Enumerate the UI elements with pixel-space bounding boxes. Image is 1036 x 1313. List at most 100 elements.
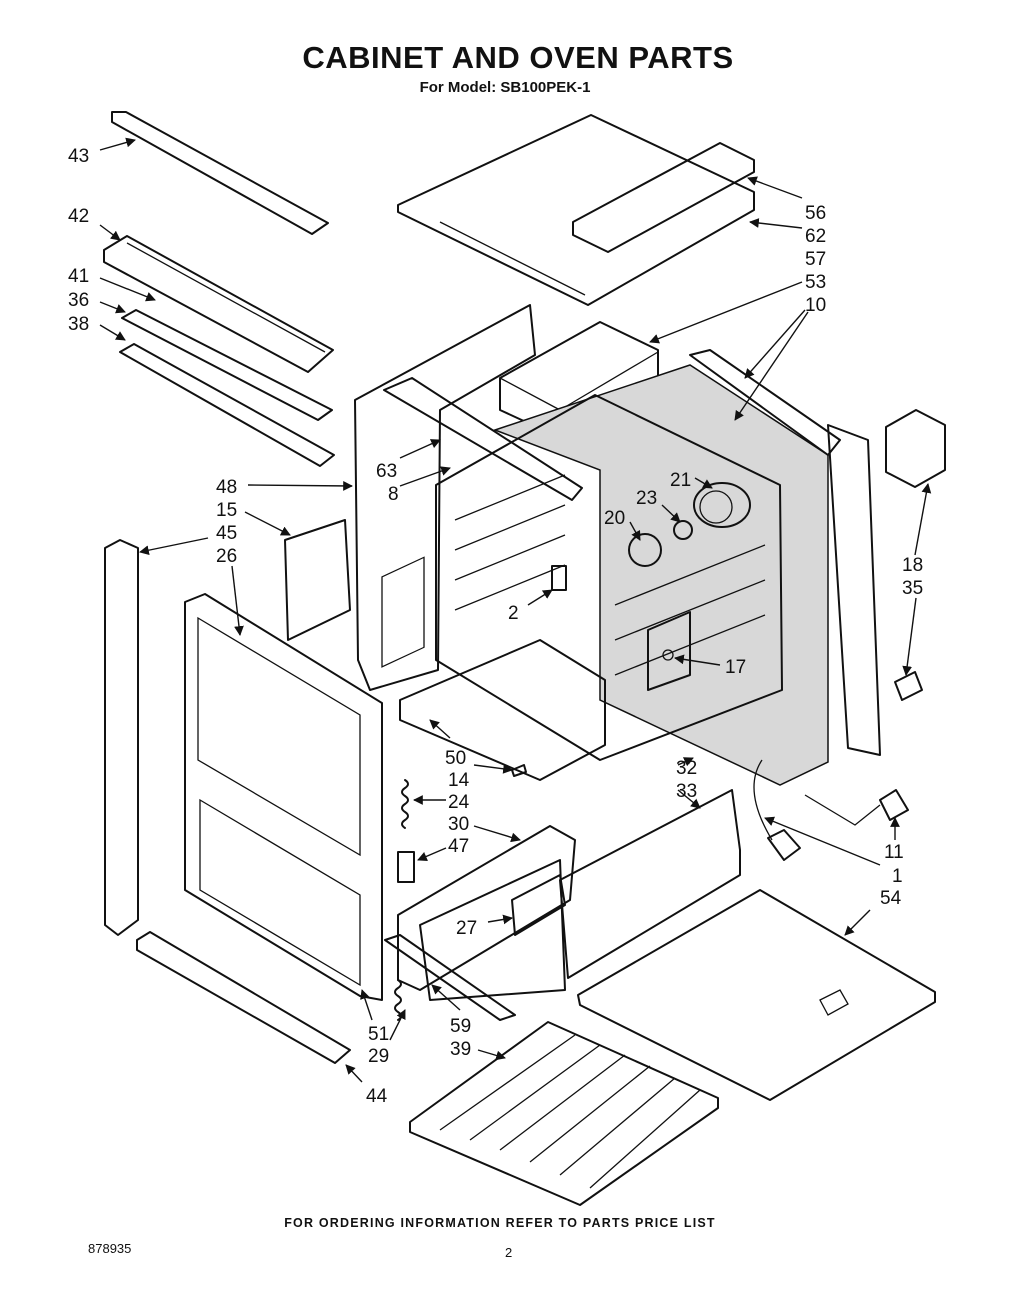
svg-text:39: 39	[450, 1039, 471, 1060]
callout-59: 59	[431, 984, 471, 1037]
part-43-top-trim	[111, 111, 329, 235]
callout-36: 36	[68, 290, 126, 314]
svg-text:10: 10	[805, 295, 826, 316]
svg-text:44: 44	[366, 1086, 388, 1107]
model-subtitle: For Model: SB100PEK-1	[419, 79, 591, 96]
part-50-bottom-tray	[399, 639, 606, 781]
callout-48: 48	[216, 477, 353, 498]
ordering-note: FOR ORDERING INFORMATION REFER TO PARTS …	[284, 1216, 716, 1230]
callout-23: 23	[636, 488, 681, 523]
callout-1: 1	[764, 816, 903, 887]
part-20-light-bulb	[628, 533, 662, 567]
callout-42: 42	[68, 206, 121, 241]
part-35-plug	[894, 671, 923, 701]
callout-24: 24	[413, 792, 470, 813]
part-21-light-housing	[693, 482, 751, 528]
svg-text:35: 35	[902, 578, 923, 599]
callout-18: 18	[902, 483, 932, 576]
part-47-hinge	[397, 851, 415, 883]
part-33-drawer-side	[559, 789, 741, 979]
callout-27: 27	[456, 914, 513, 939]
callout-51: 51	[360, 989, 389, 1045]
svg-text:63: 63	[376, 461, 397, 482]
callout-35: 35	[902, 578, 923, 676]
part-23-light-socket	[673, 520, 693, 540]
part-57-top-panel	[397, 114, 755, 306]
part-10-rear-wall	[492, 349, 841, 786]
part-56-62-rear-channel	[572, 142, 755, 253]
svg-text:1: 1	[892, 866, 903, 887]
svg-text:32: 32	[676, 758, 697, 779]
callout-39: 39	[450, 1039, 506, 1061]
part-14-clip	[511, 764, 527, 777]
svg-text:8: 8	[388, 484, 399, 505]
callout-8: 8	[388, 466, 451, 505]
callout-11: 11	[884, 817, 904, 863]
document-number: 878935	[88, 1241, 132, 1256]
callout-21: 21	[670, 470, 713, 491]
part-45-door-strip	[104, 539, 139, 936]
part-54-bottom-panel	[577, 889, 936, 1101]
part-38-strip	[119, 343, 335, 467]
callout-15: 15	[216, 500, 291, 536]
callout-53: 53	[649, 272, 826, 344]
svg-text:45: 45	[216, 523, 237, 544]
part-36-strip	[121, 309, 333, 421]
callout-17: 17	[674, 654, 746, 678]
callout-41: 41	[68, 266, 156, 302]
part-1-sensor	[767, 829, 801, 861]
callout-44: 44	[345, 1064, 388, 1107]
callout-10: 10	[734, 295, 826, 421]
svg-text:47: 47	[448, 836, 469, 857]
callout-57: 57	[805, 249, 826, 270]
svg-text:53: 53	[805, 272, 826, 293]
part-2-bracket	[551, 565, 567, 591]
part-18-junction-box	[885, 409, 946, 488]
svg-text:2: 2	[508, 603, 519, 624]
callout-26: 26	[216, 546, 244, 636]
callout-45: 45	[139, 523, 237, 556]
svg-text:26: 26	[216, 546, 237, 567]
callout-14: 14	[448, 763, 513, 791]
svg-text:57: 57	[805, 249, 826, 270]
oven-liner	[435, 394, 783, 761]
callout-38: 38	[68, 314, 126, 341]
part-18-side-panel	[827, 424, 881, 756]
svg-text:62: 62	[805, 226, 826, 247]
callout-2: 2	[508, 589, 553, 624]
svg-text:43: 43	[68, 146, 89, 167]
svg-text:11: 11	[884, 842, 904, 863]
svg-text:30: 30	[448, 814, 469, 835]
page-title: CABINET AND OVEN PARTS	[302, 40, 734, 75]
callout-50: 50	[429, 719, 466, 769]
svg-text:51: 51	[368, 1024, 389, 1045]
part-26-door-frame	[184, 593, 383, 1001]
callout-56: 56	[747, 176, 826, 224]
callout-29: 29	[368, 1009, 406, 1067]
part-30-drawer	[397, 825, 576, 1001]
callout-20: 20	[604, 508, 641, 541]
svg-text:15: 15	[216, 500, 237, 521]
svg-text:17: 17	[725, 657, 746, 678]
svg-text:54: 54	[880, 888, 902, 909]
svg-text:56: 56	[805, 203, 826, 224]
part-15-panel	[284, 519, 351, 641]
svg-text:41: 41	[68, 266, 89, 287]
svg-text:18: 18	[902, 555, 923, 576]
svg-text:38: 38	[68, 314, 89, 335]
part-42-vent-trim	[103, 235, 334, 373]
svg-text:29: 29	[368, 1046, 389, 1067]
svg-text:23: 23	[636, 488, 657, 509]
part-59-rod	[384, 934, 516, 1021]
svg-text:24: 24	[448, 792, 470, 813]
svg-text:14: 14	[448, 770, 470, 791]
svg-text:33: 33	[676, 781, 697, 802]
callout-30: 30	[448, 814, 521, 843]
callout-33: 33	[676, 781, 701, 809]
svg-text:50: 50	[445, 748, 466, 769]
part-48-side-panel	[354, 304, 536, 691]
part-29-spring	[394, 979, 402, 1021]
part-27-drawer-slide	[511, 874, 566, 936]
svg-text:21: 21	[670, 470, 691, 491]
